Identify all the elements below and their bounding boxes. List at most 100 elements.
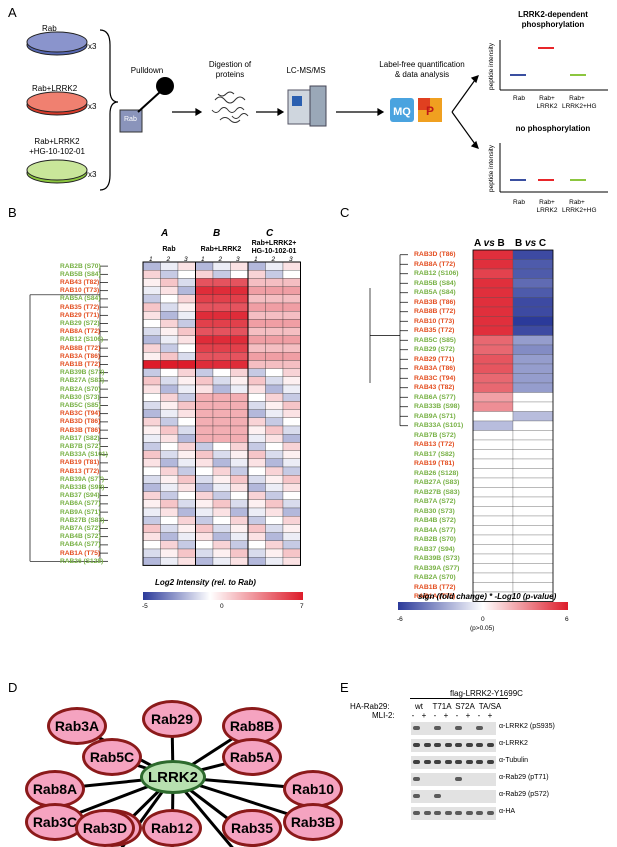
b-cell — [177, 393, 196, 402]
b-cell — [230, 466, 249, 476]
b-cell — [282, 376, 301, 386]
b-cell — [230, 507, 249, 517]
b-cell — [212, 270, 231, 279]
b-cell — [282, 475, 301, 484]
b-cell — [177, 491, 196, 500]
c-cell — [512, 572, 554, 583]
b-cell — [265, 483, 284, 492]
b-cell — [142, 376, 161, 386]
b-cell — [247, 319, 266, 328]
c-row-label: RAB39A (S77) — [414, 564, 460, 572]
b-row-label: RAB8A (T72) — [60, 328, 101, 336]
b-cell — [177, 466, 196, 476]
b-cell — [142, 425, 161, 435]
e-band — [413, 743, 420, 747]
c-row-label: RAB2B (S70) — [414, 536, 456, 543]
b-cell — [265, 434, 284, 443]
b-cell — [247, 343, 266, 353]
b-cell — [142, 548, 161, 558]
b-cell — [265, 524, 284, 533]
b-cell — [247, 442, 266, 451]
c-cell — [472, 439, 514, 450]
c-cell — [512, 382, 554, 393]
e-band — [423, 811, 431, 815]
pulldown-icon — [119, 77, 174, 133]
e-blot-strip — [411, 739, 496, 752]
c-cell — [472, 506, 514, 517]
b-cell — [177, 311, 196, 320]
b-cell — [230, 401, 249, 410]
c-cell — [472, 278, 514, 289]
b-cell — [195, 278, 214, 287]
c-row-label: RAB3D (T86) — [414, 251, 456, 258]
e-band — [476, 811, 483, 815]
b-cell — [160, 384, 179, 394]
b-cell — [142, 450, 161, 459]
b-cell — [142, 540, 161, 550]
panel-a-schematic: MQ P — [26, 29, 608, 193]
node-rab3b: Rab3B — [283, 803, 343, 841]
b-cell — [177, 483, 196, 492]
b-cell — [265, 516, 284, 525]
c-cell — [512, 392, 554, 403]
b-cell — [212, 507, 231, 517]
c-row-label: RAB3C (T94) — [414, 374, 456, 382]
b-cell — [230, 343, 249, 353]
c-row-label: RAB27B (S83) — [414, 488, 460, 496]
b-cell — [282, 499, 301, 509]
b-cell — [177, 425, 196, 435]
b-cell — [160, 516, 179, 525]
b-cell — [230, 286, 249, 295]
e-blot-strip — [411, 722, 496, 735]
b-cell — [282, 524, 301, 533]
maxquant-icon: MQ — [390, 98, 414, 122]
c-cell — [472, 420, 514, 431]
b-replicate-label: 3 — [236, 256, 240, 263]
b-cell — [160, 532, 179, 541]
b-cell — [265, 368, 284, 377]
dish-label-rab: Rab — [42, 24, 57, 33]
b-cell — [142, 524, 161, 533]
b-cell — [195, 343, 214, 353]
b-cell — [212, 417, 231, 427]
panel-label-d: D — [8, 680, 18, 695]
b-cell — [247, 327, 266, 336]
mass-spectrometer-icon — [287, 85, 327, 127]
b-cell — [142, 466, 161, 476]
b-cell — [142, 475, 161, 484]
c-cell — [472, 496, 514, 507]
c-row-label: RAB7A (S72) — [414, 498, 456, 505]
b-cell — [160, 458, 179, 468]
c-cell — [512, 439, 554, 450]
b-cell — [282, 491, 301, 500]
b-cell — [247, 532, 266, 541]
e-band — [455, 811, 462, 815]
b-cell — [160, 302, 179, 312]
e-blot-strip — [411, 790, 496, 803]
b-cell — [265, 425, 284, 435]
b-cell — [230, 524, 249, 533]
e-mli-sign: - — [477, 711, 481, 720]
b-cell — [160, 466, 179, 476]
c-cell — [472, 249, 514, 260]
b-cell — [212, 343, 231, 353]
c-cell — [472, 582, 514, 593]
b-cell — [177, 352, 196, 361]
c-cell — [472, 487, 514, 498]
c-cell — [472, 430, 514, 441]
b-cell — [195, 425, 214, 435]
c-cell — [512, 553, 554, 564]
b-cell — [177, 540, 196, 550]
b-cell — [282, 442, 301, 451]
c-cell — [472, 572, 514, 583]
b-cell — [265, 360, 284, 369]
c-cell — [512, 306, 554, 317]
b-replicate-label: 2 — [166, 256, 171, 263]
b-cell — [160, 352, 179, 361]
e-band — [413, 726, 420, 730]
e-ha-rab29-label: HA-Rab29: — [350, 702, 390, 711]
e-mli-sign: + — [443, 711, 449, 720]
b-cell — [212, 442, 231, 451]
b-cell — [212, 540, 231, 550]
